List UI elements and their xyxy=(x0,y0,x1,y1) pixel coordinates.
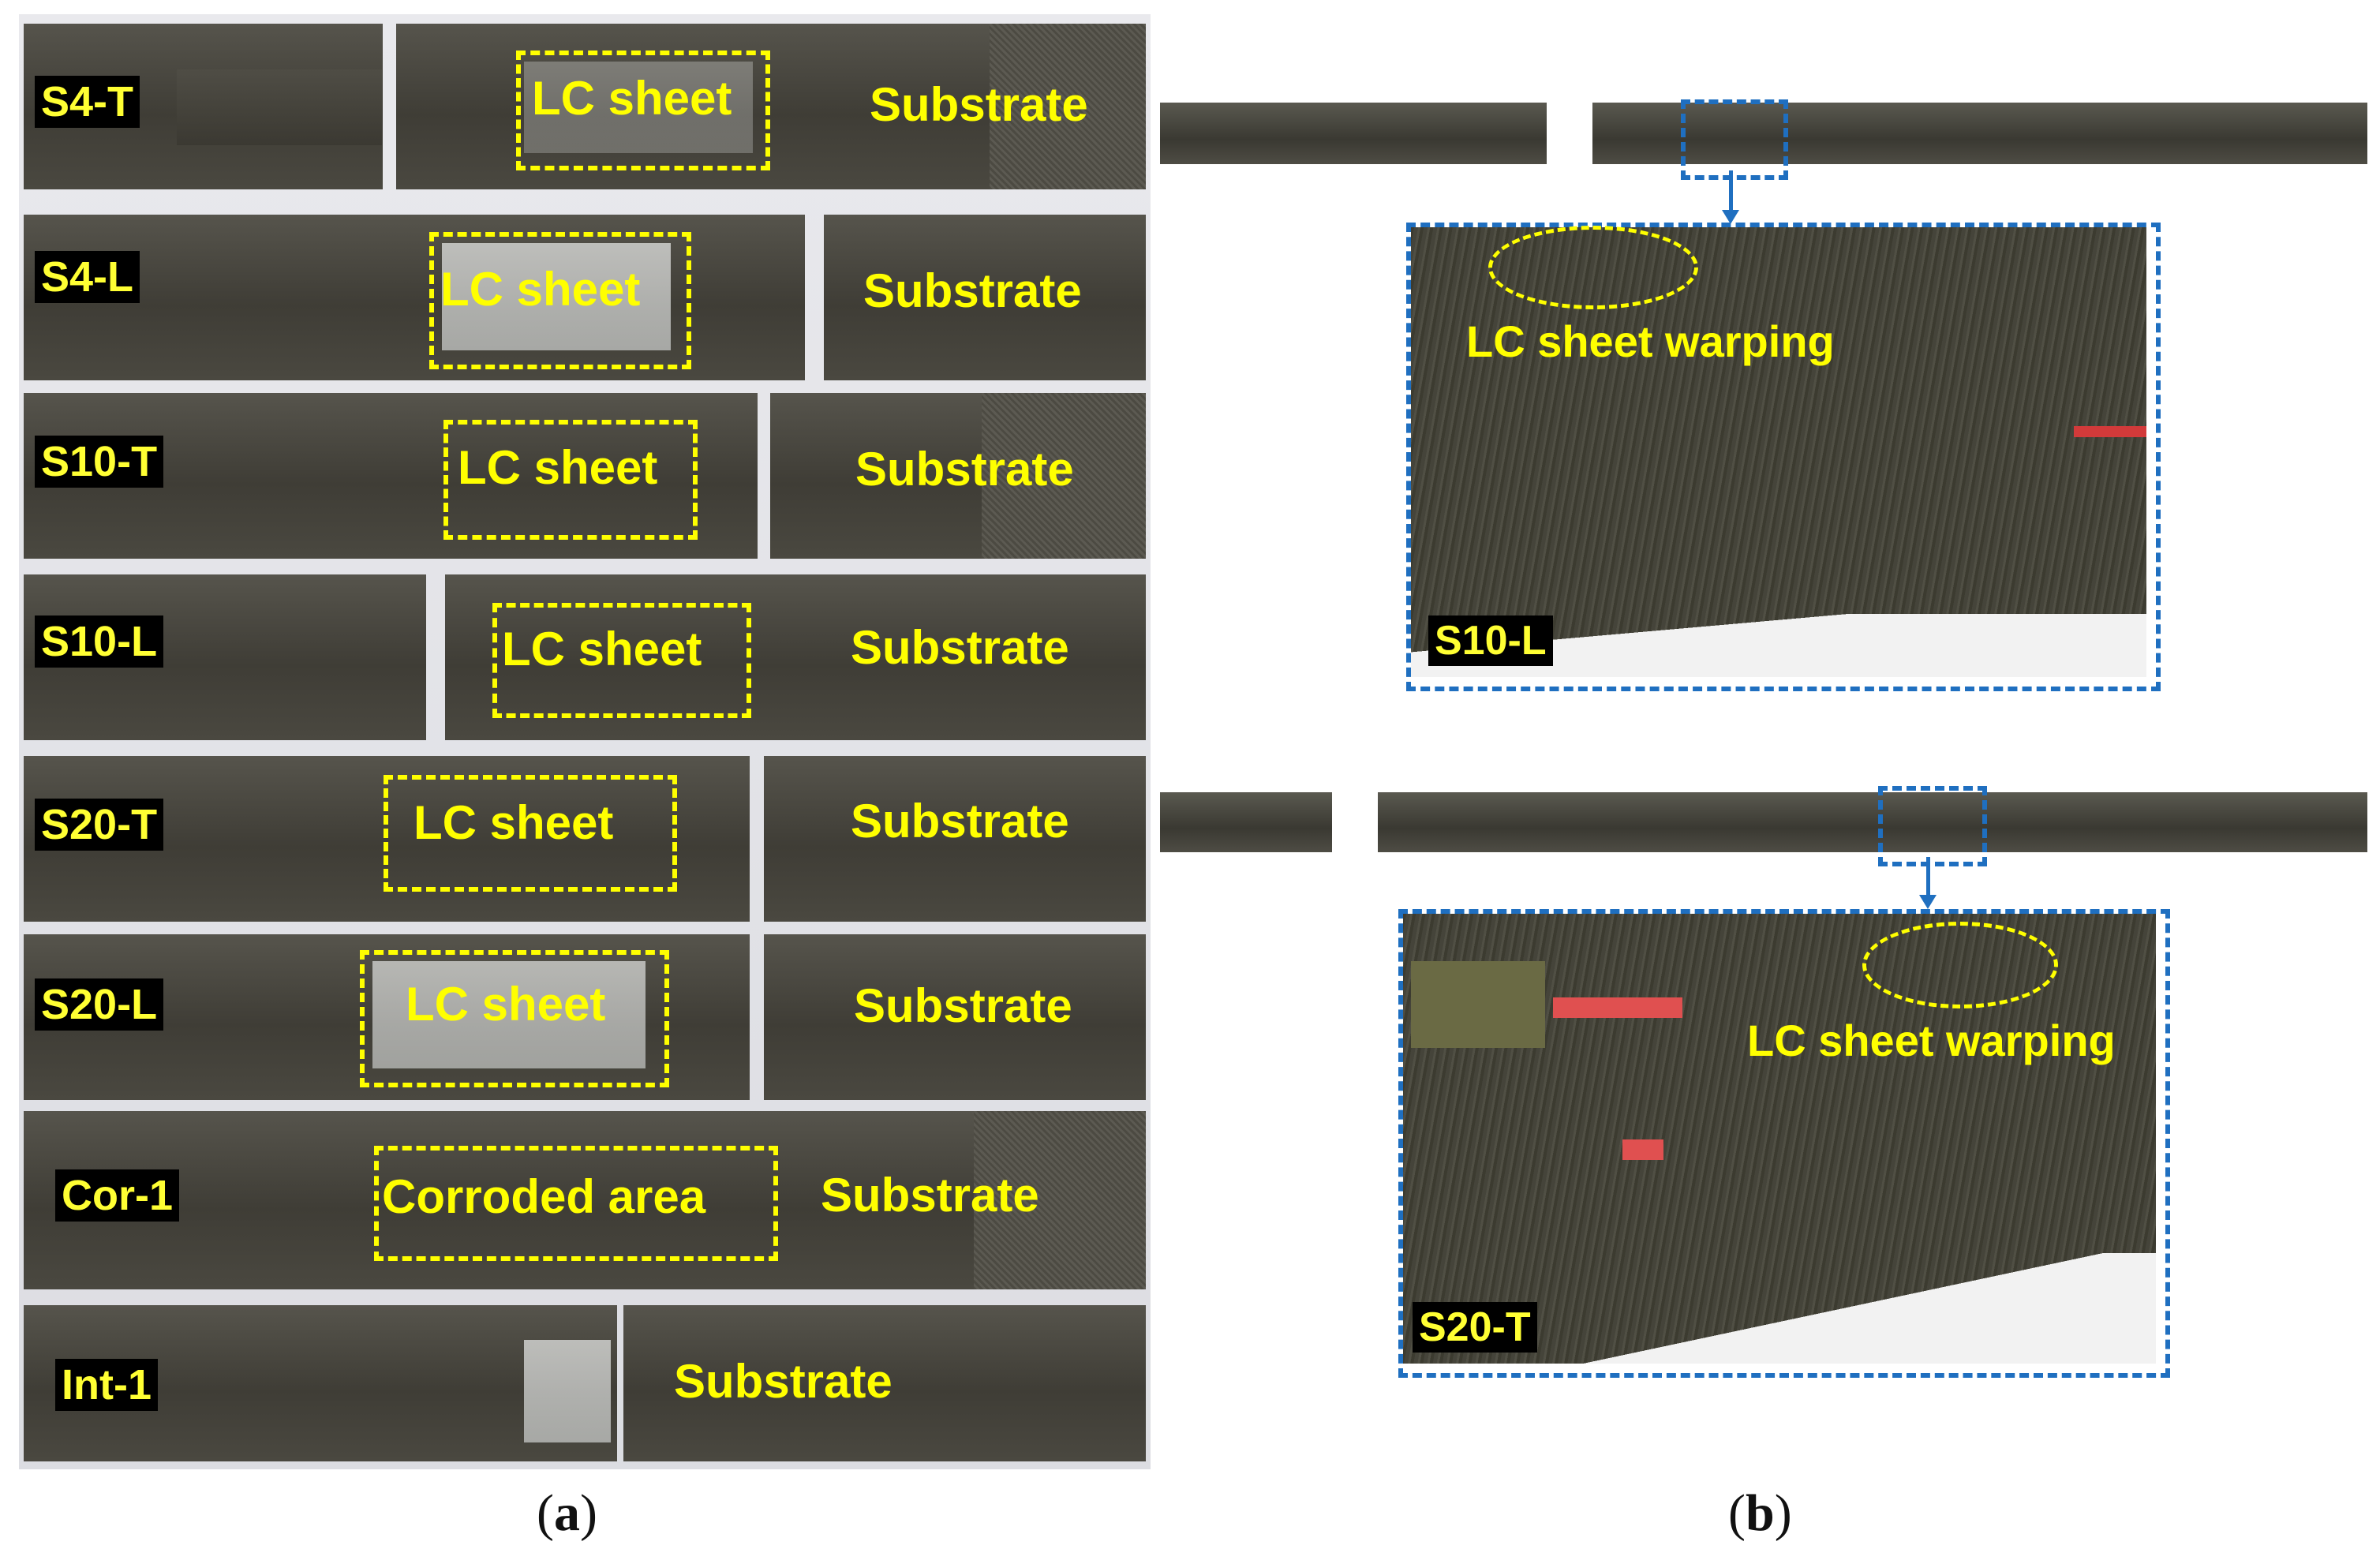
specimen-label: S10-T xyxy=(35,436,164,488)
inset-label: S20-T xyxy=(1413,1302,1537,1353)
substrate-label: Substrate xyxy=(851,795,1069,847)
specimen-s4-t-grip xyxy=(990,24,1146,189)
specimen-s4-l-right xyxy=(824,215,1146,380)
specimen-cor-1-grip xyxy=(974,1111,1146,1289)
lc-sheet-box xyxy=(516,51,770,170)
lc-sheet-box xyxy=(384,775,677,892)
zoom-arrow-head xyxy=(1919,895,1937,909)
strip-gap xyxy=(1332,789,1378,855)
caption-open: ( xyxy=(1728,1484,1746,1542)
zoom-inset-frame xyxy=(1398,909,2170,1378)
substrate-label: Substrate xyxy=(855,443,1074,496)
warping-ellipse xyxy=(1488,226,1698,309)
specimen-strip-top xyxy=(1160,103,2367,164)
lc-sheet-box xyxy=(429,232,691,369)
lc-sheet-box xyxy=(443,420,698,540)
red-marker xyxy=(1553,997,1682,1018)
specimen-label: S20-L xyxy=(35,978,164,1031)
caption-close: ) xyxy=(1774,1484,1792,1542)
specimen-label: S10-L xyxy=(35,615,164,668)
specimen-label: S4-L xyxy=(35,251,140,303)
substrate-label: Substrate xyxy=(674,1355,892,1408)
substrate-label: Substrate xyxy=(854,979,1072,1032)
zoom-arrow-line xyxy=(1926,857,1930,896)
lc-sheet-area xyxy=(442,243,671,350)
red-marker xyxy=(1622,1139,1663,1160)
lc-sheet-area xyxy=(524,62,753,153)
region-label: LC sheet xyxy=(414,796,614,849)
zoom-region-marker xyxy=(1681,99,1788,180)
specimen-label: Int-1 xyxy=(55,1359,158,1411)
inset-label: S10-L xyxy=(1428,615,1553,666)
specimen-s20-l-right xyxy=(764,934,1146,1100)
region-label: LC sheet xyxy=(458,441,658,494)
specimen-label: S4-T xyxy=(35,76,140,128)
caption-open: ( xyxy=(537,1484,554,1542)
lc-sheet-box xyxy=(360,950,669,1087)
specimen-s20-t-right xyxy=(764,756,1146,922)
caption-b: (b) xyxy=(1728,1484,1792,1543)
zoom-inset-s10-l xyxy=(1411,227,2146,677)
region-label: LC sheet xyxy=(502,623,702,675)
substrate-label: Substrate xyxy=(851,621,1069,674)
caption-letter: b xyxy=(1745,1484,1775,1542)
warping-ellipse xyxy=(1862,922,2058,1008)
specimen-label: S20-T xyxy=(35,799,164,851)
region-label: LC sheet xyxy=(532,72,732,125)
lc-sheet-area xyxy=(372,961,646,1068)
region-label: LC sheet xyxy=(440,263,641,316)
strip-gap xyxy=(1547,99,1592,167)
lc-sheet-box xyxy=(492,603,751,718)
caption-close: ) xyxy=(579,1484,597,1542)
red-marker xyxy=(2074,426,2146,437)
specimen-s4-t-neck xyxy=(177,69,382,145)
region-label: LC sheet xyxy=(406,978,606,1031)
zoom-arrow-line xyxy=(1729,170,1733,211)
zoom-arrow-head xyxy=(1722,210,1739,224)
specimen-photo-panel-a: S4-T LC sheet Substrate S4-L LC sheet Su… xyxy=(19,14,1151,1469)
substrate-label: Substrate xyxy=(821,1169,1039,1222)
zoom-region-marker xyxy=(1878,786,1987,866)
specimen-s10-t-grip xyxy=(982,393,1146,559)
green-patch xyxy=(1411,961,1545,1048)
specimen-s4-l xyxy=(24,215,805,380)
specimen-s10-l-right xyxy=(445,574,1146,740)
corroded-area-box xyxy=(374,1146,778,1261)
substrate-label: Substrate xyxy=(863,264,1082,317)
region-label: Corroded area xyxy=(382,1170,706,1223)
specimen-label: Cor-1 xyxy=(55,1169,180,1222)
specimen-int-1-right xyxy=(623,1305,1146,1461)
warping-annotation: LC sheet warping xyxy=(1466,316,1835,366)
warping-annotation: LC sheet warping xyxy=(1747,1016,2116,1065)
caption-letter: a xyxy=(553,1484,580,1542)
substrate-label: Substrate xyxy=(870,78,1088,131)
zoom-inset-frame xyxy=(1406,223,2161,691)
fracture-surface xyxy=(524,1340,611,1442)
caption-a: (a) xyxy=(537,1484,597,1543)
